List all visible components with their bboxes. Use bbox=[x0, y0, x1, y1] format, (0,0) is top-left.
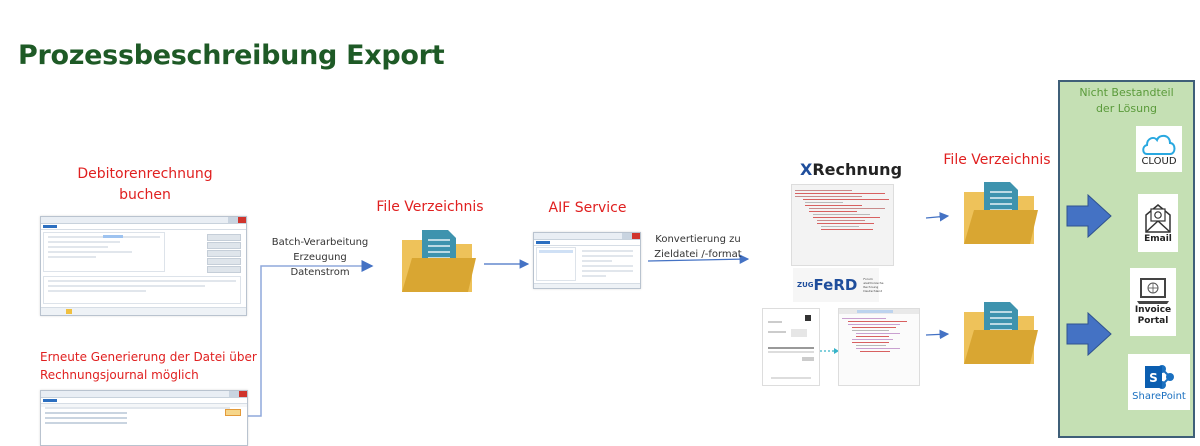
zugferd-logo-subtitle: Forum elektronische Rechnung Deutschland bbox=[863, 277, 884, 293]
service-sharepoint: S SharePoint bbox=[1128, 354, 1190, 410]
batch-processing-label: Batch-Verarbeitung Erzeugung Datenstrom bbox=[265, 235, 375, 280]
sharepoint-icon: S bbox=[1145, 364, 1174, 389]
label-line: Batch-Verarbeitung bbox=[271, 237, 369, 248]
folder-document-icon bbox=[964, 302, 1038, 364]
aif-service-label: AIF Service bbox=[548, 200, 627, 216]
arrow-zugferd-to-folder bbox=[925, 329, 950, 340]
cloud-icon bbox=[1142, 134, 1176, 155]
xrechnung-logo-text: Rechnung bbox=[812, 160, 903, 179]
service-label: Invoice Portal bbox=[1135, 305, 1171, 327]
step-label-book-invoice: Debitorenrechnung buchen bbox=[55, 164, 235, 206]
xrechnung-logo-x: X bbox=[800, 160, 813, 179]
zugferd-logo-zug: ZUG bbox=[797, 281, 814, 289]
big-arrow-right-icon bbox=[1066, 312, 1112, 356]
aif-port-screenshot bbox=[533, 232, 641, 289]
label-line: Konvertierung zu bbox=[655, 234, 741, 245]
label-line: buchen bbox=[119, 187, 171, 203]
arrow-xrechnung-to-folder bbox=[925, 211, 950, 222]
label-line: Zieldatei /-format bbox=[654, 249, 742, 260]
zugferd-logo-ferd: FeRD bbox=[813, 276, 858, 294]
zugferd-xml-preview bbox=[838, 308, 920, 386]
connector-journal-to-file bbox=[246, 260, 374, 417]
external-targets-panel: Nicht Bestandteil der Lösung CLOUD Email bbox=[1058, 80, 1195, 438]
service-invoice-portal: Invoice Portal bbox=[1130, 268, 1176, 336]
label-line: Invoice bbox=[1134, 305, 1172, 315]
file-directory-1-label: File Verzeichnis bbox=[376, 199, 484, 215]
service-label: CLOUD bbox=[1141, 155, 1177, 167]
page-title: Prozessbeschreibung Export bbox=[18, 40, 445, 71]
label-line: Erneute Generierung der Datei über bbox=[40, 350, 257, 364]
step-label-regenerate: Erneute Generierung der Datei über Rechn… bbox=[40, 348, 270, 384]
folder-document-icon bbox=[964, 182, 1038, 244]
xrechnung-logo: XRechnung bbox=[800, 160, 902, 179]
label-line: Rechnungsjournal möglich bbox=[40, 368, 199, 382]
file-directory-2-label: File Verzeichnis bbox=[943, 152, 1051, 168]
conversion-label: Konvertierung zu Zieldatei /-format bbox=[650, 232, 746, 262]
svg-text:S: S bbox=[1149, 371, 1158, 385]
arrow-aif-to-convert bbox=[647, 254, 750, 264]
service-label: Email bbox=[1144, 233, 1172, 244]
label-line: Erzeugung Datenstrom bbox=[290, 252, 350, 278]
invoice-journal-screenshot bbox=[40, 390, 248, 446]
panel-label: Nicht Bestandteil der Lösung bbox=[1060, 85, 1193, 117]
service-label: SharePoint bbox=[1132, 390, 1186, 402]
service-email: Email bbox=[1138, 194, 1178, 252]
envelope-at-icon bbox=[1145, 203, 1171, 233]
zugferd-pdf-preview bbox=[762, 308, 820, 386]
invoice-posting-screenshot bbox=[40, 216, 247, 316]
label-line: Portal bbox=[1137, 316, 1169, 326]
folder-document-icon bbox=[402, 230, 476, 292]
label-line: der Lösung bbox=[1095, 102, 1158, 115]
xrechnung-xml-preview bbox=[791, 184, 894, 266]
big-arrow-right-icon bbox=[1066, 194, 1112, 238]
zugferd-logo: ZUG FeRD Forum elektronische Rechnung De… bbox=[793, 268, 884, 302]
label-line: Nicht Bestandteil bbox=[1079, 86, 1174, 99]
service-cloud: CLOUD bbox=[1136, 126, 1182, 172]
label-line: Debitorenrechnung bbox=[77, 166, 213, 182]
laptop-globe-icon bbox=[1137, 278, 1169, 304]
